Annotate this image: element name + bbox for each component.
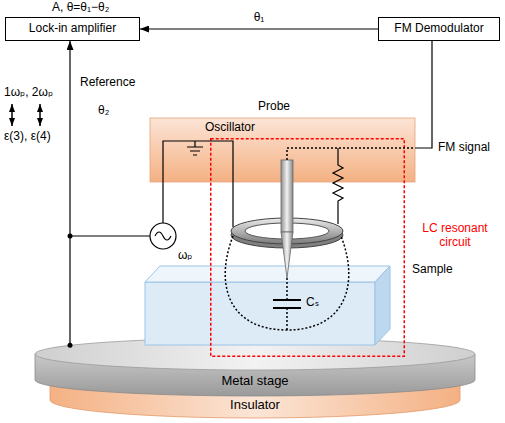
- sample-block: Sample: [145, 266, 390, 345]
- sample-front: [145, 282, 375, 345]
- lc-circuit-outline: LC resonant circuit: [210, 138, 405, 357]
- source-wire: [70, 235, 150, 236]
- sample-side: [375, 266, 390, 345]
- phase-formula: A, θ=θ₁−θ₂: [52, 1, 109, 15]
- node-label: FM Demodulator: [394, 22, 483, 36]
- sample-block: [145, 266, 390, 345]
- harmonic-arrow: [39, 104, 41, 126]
- signal-name: ωₚ: [178, 249, 193, 263]
- signal-wire: [415, 41, 432, 148]
- wire-label: Reference: [80, 76, 135, 90]
- ac-source-symbol: [150, 223, 176, 249]
- node-label: Lock-in amplifier: [29, 22, 116, 36]
- node-label: Insulator: [50, 398, 460, 413]
- oscillator-band: [150, 118, 415, 182]
- signal-wire: [140, 28, 378, 29]
- instrument-box: Lock-in amplifier: [5, 17, 140, 41]
- node-label: LC resonant circuit: [410, 222, 500, 250]
- lc-circuit-outline: [210, 138, 405, 357]
- sine-symbol: [155, 232, 171, 240]
- node-label: Sample: [412, 263, 453, 277]
- capacitance-label: Cₛ: [306, 296, 319, 310]
- harmonic-label: ε(3), ε(4): [4, 130, 51, 144]
- instrument-box: FM Demodulator: [378, 17, 500, 41]
- part-name: Probe: [258, 100, 290, 114]
- harmonic-label: 1ωₚ, 2ωₚ: [4, 86, 53, 100]
- sample-top: [145, 266, 390, 282]
- oscillator-band: [150, 118, 415, 182]
- metal-stage: Metal stage: [35, 338, 475, 396]
- oscillator-band: Oscillator: [150, 118, 415, 182]
- metal-stage-top: [35, 338, 475, 370]
- node-label: Metal stage: [35, 374, 475, 389]
- probe-rod: [281, 160, 293, 232]
- insulator-base: [50, 380, 460, 418]
- wire-label: FM signal: [438, 141, 490, 155]
- wire-label: θ₁: [254, 11, 265, 25]
- node-label: Oscillator: [205, 121, 255, 135]
- junction-dot: [68, 343, 73, 348]
- harmonic-arrow: [11, 104, 13, 126]
- phase-label: θ₂: [98, 104, 109, 118]
- signal-wire: [69, 41, 70, 345]
